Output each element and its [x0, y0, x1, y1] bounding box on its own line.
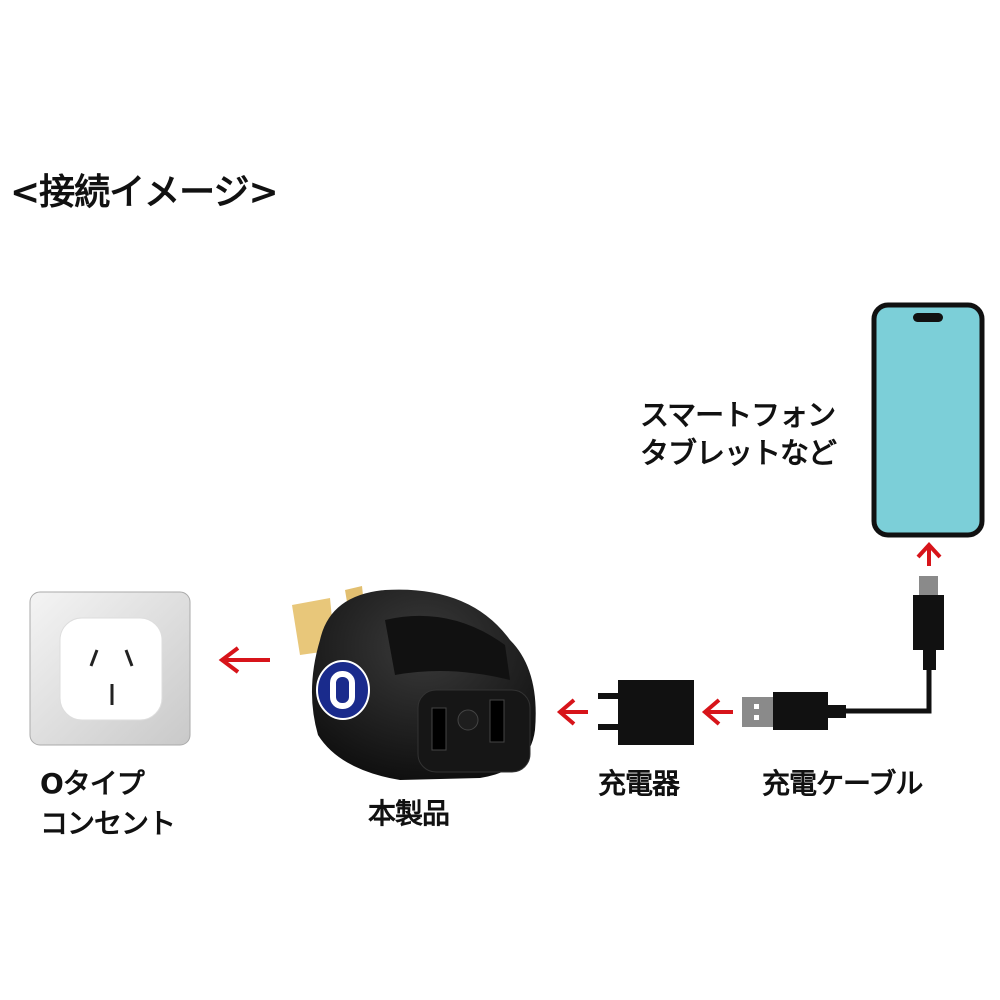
- smartphone-icon: [871, 302, 985, 538]
- page-title: <接続イメージ>: [10, 172, 279, 213]
- arrow-up-icon: [916, 542, 942, 566]
- outlet-label-line2: コンセント: [40, 807, 176, 840]
- outlet-label-line1: Oタイプ: [40, 767, 145, 800]
- device-label-line2: タブレットなど: [640, 436, 837, 470]
- charger-label: 充電器: [598, 767, 680, 800]
- arrow-left-icon: [556, 698, 588, 726]
- charger-icon: [598, 680, 694, 745]
- product-adapter: [292, 586, 536, 780]
- product-label: 本製品: [368, 797, 450, 830]
- device-label-line1: スマートフォン: [640, 398, 836, 432]
- badge-icon: [316, 660, 370, 720]
- cable-label: 充電ケーブル: [762, 767, 923, 800]
- charging-cable-icon: [742, 576, 944, 730]
- arrow-left-icon: [218, 646, 270, 674]
- o-type-outlet: [29, 591, 191, 746]
- arrow-left-icon: [701, 698, 733, 726]
